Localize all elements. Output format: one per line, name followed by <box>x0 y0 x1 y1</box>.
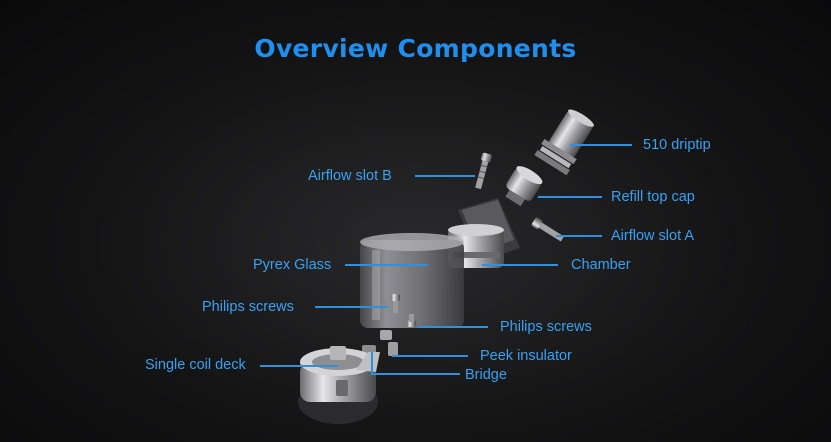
label-refill-top-cap: Refill top cap <box>611 189 695 205</box>
peek-insulator-part <box>362 330 398 356</box>
leader-lines <box>260 144 632 375</box>
label-single-coil-deck: Single coil deck <box>145 357 246 373</box>
label-chamber: Chamber <box>571 257 631 273</box>
label-airflow-slot-b: Airflow slot B <box>308 168 392 184</box>
airflow-slot-b-part <box>475 152 492 190</box>
diagram-title: Overview Components <box>254 34 577 63</box>
label-driptip: 510 driptip <box>643 137 711 153</box>
bridge-part <box>356 352 380 372</box>
leader-bridge <box>371 352 460 375</box>
label-bridge: Bridge <box>465 367 507 383</box>
driptip-part <box>534 109 594 176</box>
airflow-slot-a-part <box>531 217 565 242</box>
label-philips-screws-left: Philips screws <box>202 299 294 315</box>
label-philips-screws-right: Philips screws <box>500 319 592 335</box>
philips-screw-left-part <box>391 294 400 313</box>
label-pyrex-glass: Pyrex Glass <box>253 257 332 273</box>
refill-top-cap-part <box>505 166 543 207</box>
single-coil-deck-part <box>298 346 378 424</box>
label-peek-insulator: Peek insulator <box>480 348 572 364</box>
chamber-part <box>448 198 520 268</box>
philips-screw-right-part <box>407 314 416 327</box>
pyrex-glass-part <box>360 233 464 328</box>
label-airflow-slot-a: Airflow slot A <box>611 228 694 244</box>
